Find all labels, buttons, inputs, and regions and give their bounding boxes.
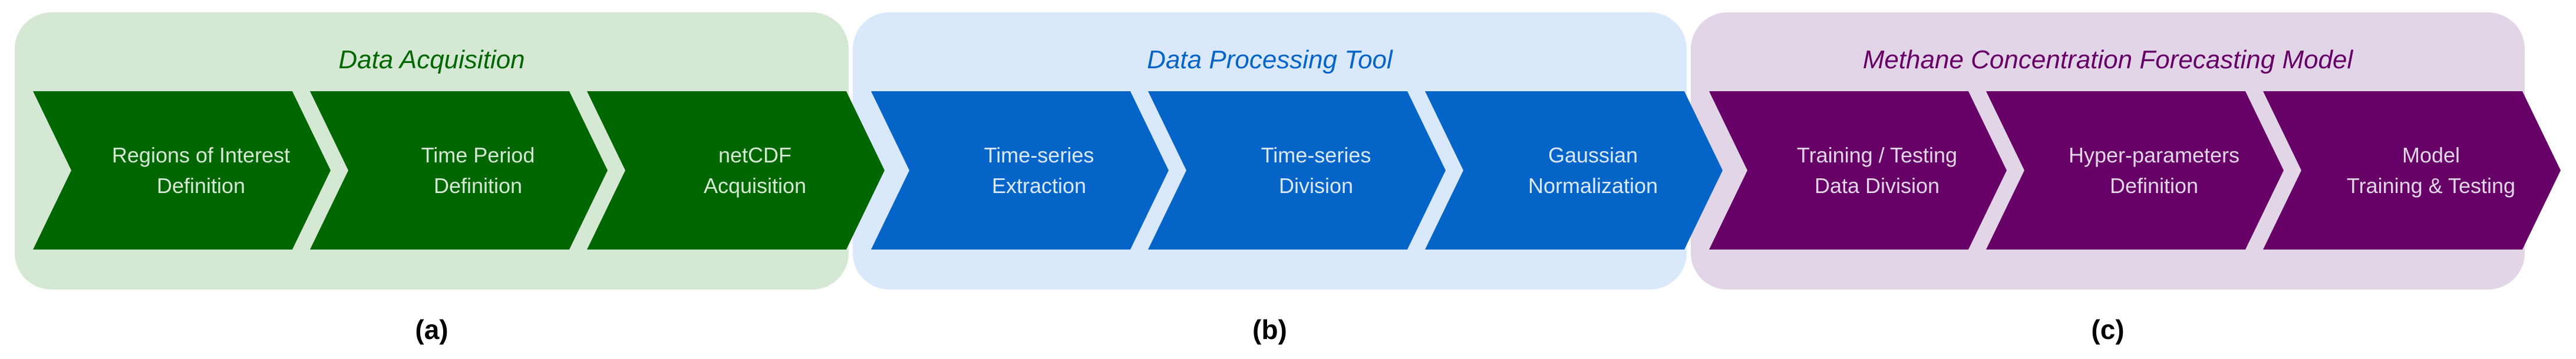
step-chevron: Time-series Division	[1148, 91, 1446, 250]
step-label-line: Division	[1278, 173, 1354, 198]
step-label-line: Regions of Interest	[111, 142, 291, 167]
step-label-line: Acquisition	[703, 173, 807, 198]
step-chevron: Time Period Definition	[310, 91, 608, 250]
panel-data-processing-tool: Data Processing Tool Time-series Extract…	[853, 0, 1723, 359]
step-label-line: Time Period	[421, 142, 535, 167]
step-chevron: Hyper-parameters Definition	[1986, 91, 2284, 250]
panel-caption: (a)	[415, 314, 448, 345]
step-label-line: Training / Testing	[1796, 142, 1958, 167]
step-chevron: netCDF Acquisition	[587, 91, 885, 250]
panel-forecasting-model: Methane Concentration Forecasting Model …	[1691, 0, 2561, 359]
step-label-line: Training & Testing	[2346, 173, 2516, 198]
step-label-line: Definition	[433, 173, 523, 198]
step-chevron: Gaussian Normalization	[1425, 91, 1723, 250]
panel-caption: (c)	[2091, 314, 2125, 345]
step-label-line: Extraction	[991, 173, 1087, 198]
step-label-line: Gaussian	[1548, 142, 1638, 167]
panel-title: Data Acquisition	[338, 45, 525, 74]
panel-data-acquisition: Data Acquisition Regions of Interest Def…	[15, 0, 885, 359]
step-label-line: Hyper-parameters	[2068, 142, 2240, 167]
step-chevron: Time-series Extraction	[871, 91, 1169, 250]
step-label-line: Normalization	[1528, 173, 1658, 198]
step-label-line: netCDF	[718, 142, 792, 167]
step-label-line: Time-series	[984, 142, 1094, 167]
step-label-line: Model	[2402, 142, 2460, 167]
panel-title: Methane Concentration Forecasting Model	[1862, 45, 2353, 74]
step-chevron: Model Training & Testing	[2263, 91, 2561, 250]
step-label-line: Definition	[156, 173, 246, 198]
step-label-line: Definition	[2109, 173, 2199, 198]
panel-title: Data Processing Tool	[1147, 45, 1393, 74]
step-chevron: Regions of Interest Definition	[33, 91, 331, 250]
step-chevron: Training / Testing Data Division	[1709, 91, 2007, 250]
panel-caption: (b)	[1252, 314, 1287, 345]
step-label-line: Data Division	[1814, 173, 1940, 198]
step-label-line: Time-series	[1261, 142, 1371, 167]
